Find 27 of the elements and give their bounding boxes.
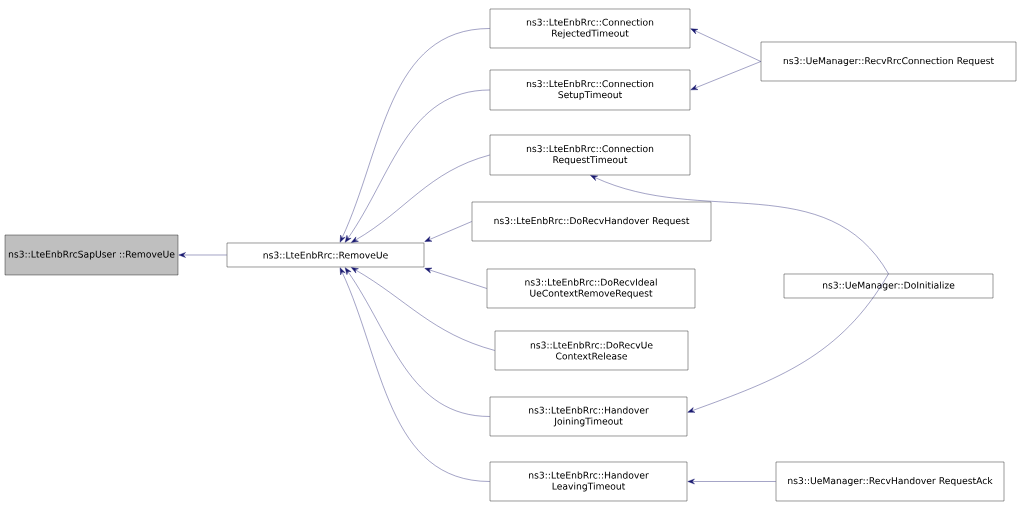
function-box: ns3::LteEnbRrc::Connection SetupTimeout — [489, 69, 691, 111]
arrow — [339, 267, 490, 482]
arrow — [344, 89, 490, 243]
arrow — [424, 267, 487, 289]
function-box: ns3::LteEnbRrc::Connection RequestTimeout — [489, 134, 691, 176]
function-box: ns3::UeManager::RecvRrcConnection Request — [760, 41, 1017, 82]
arrow — [690, 61, 761, 90]
function-box: ns3::UeManager::DoInitialize — [783, 273, 994, 299]
function-box: ns3::LteEnbRrc::RemoveUe — [226, 242, 425, 268]
function-box: ns3::LteEnbRrc::Connection RejectedTimeout — [489, 8, 691, 49]
function-box: ns3::LteEnbRrc::DoRecvHandover Request — [471, 201, 712, 242]
function-box: ns3::LteEnbRrc::Handover JoiningTimeout — [489, 396, 688, 437]
arrow — [351, 154, 490, 243]
function-box: ns3::LteEnbRrcSapUser ::RemoveUe — [4, 234, 179, 276]
arrow — [687, 273, 889, 413]
arrow — [424, 221, 472, 242]
arrow — [339, 28, 490, 243]
function-box: ns3::UeManager::RecvHandover RequestAck — [775, 461, 1005, 502]
function-box: ns3::LteEnbRrc::Handover LeavingTimeout — [489, 461, 688, 502]
arrow — [178, 252, 227, 258]
function-box: ns3::LteEnbRrc::DoRecvIdeal UeContextRemoveRequest — [486, 268, 696, 309]
arrow — [351, 267, 495, 351]
arrow — [344, 267, 490, 417]
arrow — [690, 28, 761, 62]
arrow — [687, 478, 776, 485]
arrow — [590, 175, 889, 274]
function-box: ns3::LteEnbRrc::DoRecvUe ContextRelease — [494, 330, 689, 371]
